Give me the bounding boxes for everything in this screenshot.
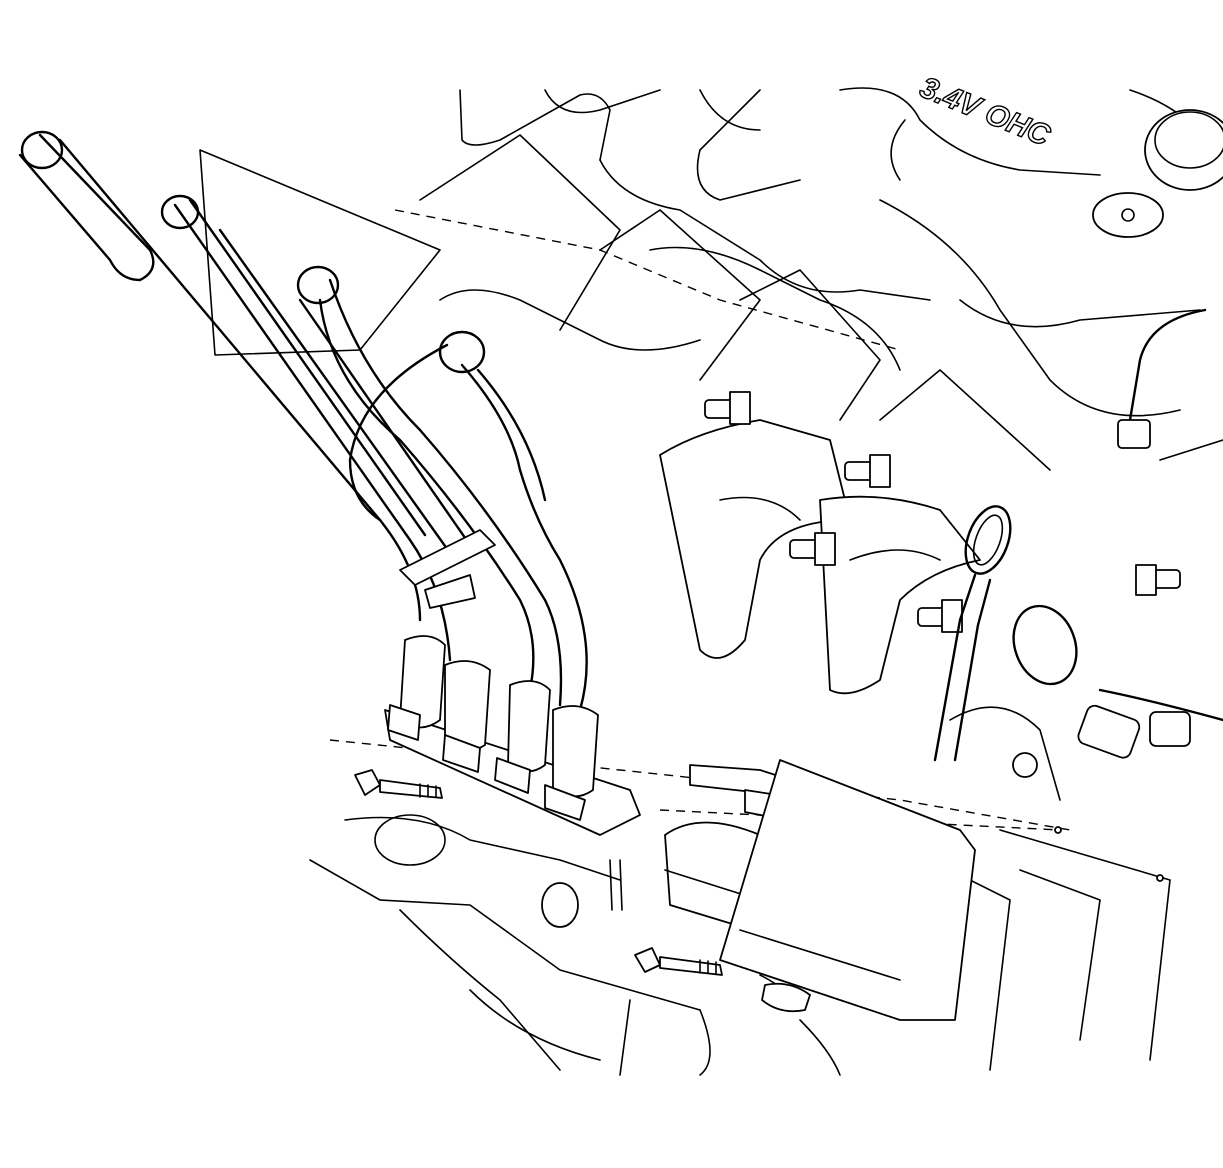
stud-4 [917, 599, 963, 633]
spark-plug-wires [18, 130, 588, 712]
ignition-control-module [664, 759, 976, 1021]
plug-wire-1 [18, 130, 422, 622]
coil-mount-bolt-upper [354, 769, 443, 799]
ignition-coil-pack [384, 635, 641, 836]
stud-2 [844, 454, 891, 488]
engine-cover-lettering: 3.4V OHC [915, 70, 1057, 154]
oil-dipstick [933, 505, 1078, 762]
stud-3 [789, 532, 836, 566]
stud-5 [1135, 564, 1181, 596]
module-mount-bolt-lower [634, 947, 723, 976]
coil-boot-3 [507, 680, 551, 773]
coil-boot-4 [552, 705, 599, 798]
intake-manifold [439, 87, 1211, 417]
wire-loom-clip [399, 529, 496, 609]
stud-1 [704, 391, 751, 425]
plug-wire-2 [160, 194, 452, 662]
cover-lettering-text: 3.4V OHC [915, 71, 1055, 153]
lower-engine-block [309, 814, 841, 1076]
plug-wire-3 [296, 265, 563, 707]
exhaust-studs [704, 391, 1181, 633]
oil-filler-cap [1092, 109, 1223, 238]
engine-block-right [929, 706, 1171, 1071]
exhaust-manifold [659, 419, 981, 695]
fuel-line [1077, 308, 1223, 759]
plug-wire-4 [348, 330, 588, 712]
